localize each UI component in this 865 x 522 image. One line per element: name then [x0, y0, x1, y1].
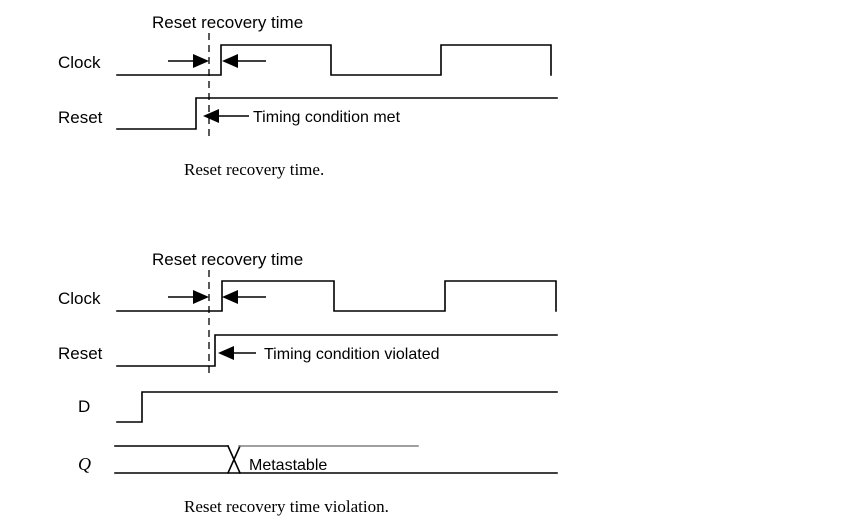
diagram-reset-recovery-time-violation: Reset recovery time Clock Reset Timing c… [58, 250, 558, 516]
diagram2-q-crossing-up [226, 444, 242, 475]
diagram1-waveform-reset [116, 97, 558, 130]
diagram1-waveform-clock [116, 44, 552, 76]
diagram2-metastable-note: Metastable [249, 457, 327, 474]
diagram1-clock-arrow-right [222, 54, 266, 68]
diagram2-signal-label-reset: Reset [58, 344, 103, 363]
diagram2-clock-arrow-right [222, 290, 266, 304]
diagram2-reset-arrow-left [218, 346, 256, 360]
diagram1-timing-condition-note: Timing condition met [253, 109, 401, 126]
diagram2-timing-condition-note: Timing condition violated [264, 346, 440, 363]
diagram2-clock-arrow-left [168, 290, 209, 304]
diagram1-caption: Reset recovery time. [184, 160, 324, 179]
diagram2-caption: Reset recovery time violation. [184, 497, 389, 516]
diagram1-clock-arrow-left [168, 54, 209, 68]
diagram2-signal-label-d: D [78, 397, 90, 416]
diagram2-title-annotation: Reset recovery time [152, 250, 303, 269]
diagram-reset-recovery-time: Reset recovery time Clock Reset Timing c… [58, 13, 558, 179]
diagram2-signal-label-q: Q [78, 454, 91, 474]
diagram1-reset-arrow-left [203, 109, 249, 123]
diagram1-title-annotation: Reset recovery time [152, 13, 303, 32]
diagram2-waveform-clock [116, 280, 557, 312]
diagram1-signal-label-clock: Clock [58, 53, 101, 72]
diagram2-waveform-d [116, 391, 558, 423]
diagram1-signal-label-reset: Reset [58, 108, 103, 127]
diagram2-waveform-q [114, 444, 558, 475]
diagram2-waveform-reset [116, 334, 558, 367]
diagram2-signal-label-clock: Clock [58, 289, 101, 308]
